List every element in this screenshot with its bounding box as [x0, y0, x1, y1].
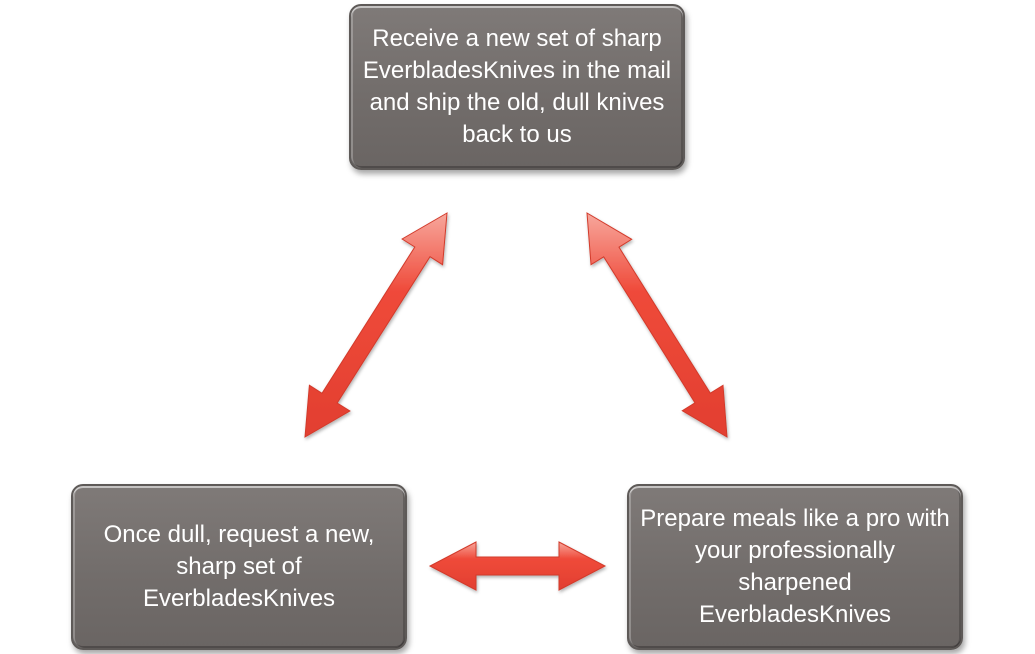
arrow-left-to-right	[428, 541, 607, 591]
step-box-receive-knives: Receive a new set of sharp EverbladesKni…	[349, 4, 685, 170]
step-text-request-set: Once dull, request a new, sharp set of E…	[103, 521, 375, 612]
step-text-receive-knives: Receive a new set of sharp EverbladesKni…	[362, 25, 672, 148]
step-text-prepare-meals: Prepare meals like a pro with your profe…	[640, 505, 950, 628]
step-box-request-set: Once dull, request a new, sharp set of E…	[71, 484, 407, 650]
arrow-top-to-left	[304, 212, 448, 438]
step-box-prepare-meals: Prepare meals like a pro with your profe…	[627, 484, 963, 650]
arrow-top-to-right	[586, 212, 728, 438]
